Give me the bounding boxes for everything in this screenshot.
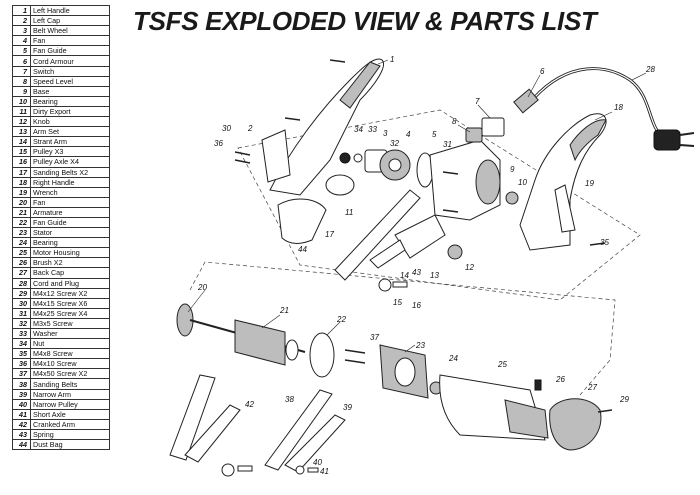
callout-23: 23 — [415, 341, 425, 350]
callout-20: 20 — [197, 283, 207, 292]
pulley-upper-drawing — [378, 278, 392, 292]
callout-31: 31 — [443, 140, 452, 149]
sanding-belt-upper-drawing — [334, 189, 421, 281]
callout-21: 21 — [279, 306, 289, 315]
callout-7: 7 — [475, 97, 480, 106]
pulley-axle-upper-drawing — [392, 281, 408, 288]
left-cap-drawing — [261, 129, 291, 183]
callout-29: 29 — [619, 395, 629, 404]
screws-group — [234, 59, 613, 413]
fan-guide-22-drawing — [309, 332, 335, 378]
callout-43: 43 — [412, 268, 421, 277]
plug-pin-2 — [679, 144, 695, 147]
callout-16: 16 — [412, 301, 421, 310]
pulley-axle-lower-drawing — [237, 465, 253, 472]
callout-42: 42 — [245, 400, 254, 409]
callout-14: 14 — [400, 271, 409, 280]
callout-36: 36 — [214, 139, 223, 148]
plug-drawing — [653, 129, 681, 151]
callout-32: 32 — [390, 139, 399, 148]
callout-18: 18 — [614, 103, 623, 112]
callout-1: 1 — [390, 55, 394, 64]
callout-35: 35 — [600, 238, 609, 247]
dust-bag-drawing — [277, 198, 327, 244]
part-name: Dust Bag — [30, 439, 110, 451]
callout-25: 25 — [497, 360, 507, 369]
narrow-arm-drawing — [284, 414, 346, 473]
assembly-outline-upper — [237, 109, 641, 301]
callout-2: 2 — [247, 124, 253, 133]
callout-27: 27 — [587, 383, 597, 392]
callout-39: 39 — [343, 403, 352, 412]
back-cap-drawing — [549, 398, 602, 451]
callout-40: 40 — [313, 458, 322, 467]
callout-37: 37 — [370, 333, 379, 342]
leader-lines — [187, 59, 647, 353]
callout-10: 10 — [518, 178, 527, 187]
strant-arm-drawing — [369, 239, 406, 269]
callout-28: 28 — [645, 65, 655, 74]
bearing-10-drawing — [505, 191, 519, 205]
pulley-lower-drawing — [221, 463, 235, 477]
plug-pin-1 — [679, 132, 695, 136]
callout-9: 9 — [510, 165, 515, 174]
callout-labels: 1 2 3 4 5 6 7 8 9 10 11 12 13 14 15 16 1… — [197, 55, 655, 476]
callout-34: 34 — [354, 125, 363, 134]
armature-drawing — [234, 319, 286, 366]
right-handle-drawing — [519, 113, 607, 251]
dirty-export-drawing — [325, 174, 355, 196]
base-bore-drawing — [475, 159, 501, 205]
cord-armour-drawing — [513, 88, 539, 114]
knob-drawing — [447, 244, 463, 260]
right-handle-grip-drawing — [569, 119, 607, 162]
speed-level-drawing — [465, 127, 483, 143]
callout-17: 17 — [325, 230, 334, 239]
stator-bore-drawing — [394, 357, 416, 387]
callout-5: 5 — [432, 130, 437, 139]
callout-30: 30 — [222, 124, 231, 133]
callout-19: 19 — [585, 179, 594, 188]
wrench-drawing — [554, 184, 576, 233]
callout-26: 26 — [555, 375, 565, 384]
sanding-belt-lower-drawing — [169, 374, 216, 461]
callout-38: 38 — [285, 395, 294, 404]
narrow-pulley-drawing — [295, 465, 305, 475]
callout-13: 13 — [430, 271, 439, 280]
cranked-arm-drawing — [184, 404, 241, 463]
left-handle-grip-drawing — [339, 61, 381, 109]
callout-44: 44 — [298, 245, 307, 254]
callout-24: 24 — [448, 354, 458, 363]
callout-41: 41 — [320, 467, 329, 476]
callout-22: 22 — [336, 315, 346, 324]
callout-6: 6 — [540, 67, 545, 76]
short-axle-drawing — [307, 467, 319, 473]
callout-12: 12 — [465, 263, 474, 272]
nut-drawing — [339, 152, 351, 164]
power-cord-inner-drawing — [527, 68, 661, 136]
callout-8: 8 — [452, 117, 457, 126]
switch-drawing — [481, 117, 505, 137]
callout-4: 4 — [406, 130, 411, 139]
brush-drawing — [534, 379, 542, 391]
assembly-outline-lower — [189, 261, 616, 396]
callout-15: 15 — [393, 298, 402, 307]
callout-11: 11 — [345, 208, 353, 217]
armature-commutator-drawing — [285, 339, 299, 361]
sanding-belt-narrow-drawing — [264, 389, 333, 471]
page-title: TSFS EXPLODED VIEW & PARTS LIST — [133, 6, 597, 36]
motor-housing-rear-drawing — [504, 399, 549, 439]
fan-hub-drawing — [388, 158, 402, 172]
washer-drawing — [353, 153, 363, 163]
callout-3: 3 — [383, 129, 388, 138]
callout-33: 33 — [368, 125, 377, 134]
